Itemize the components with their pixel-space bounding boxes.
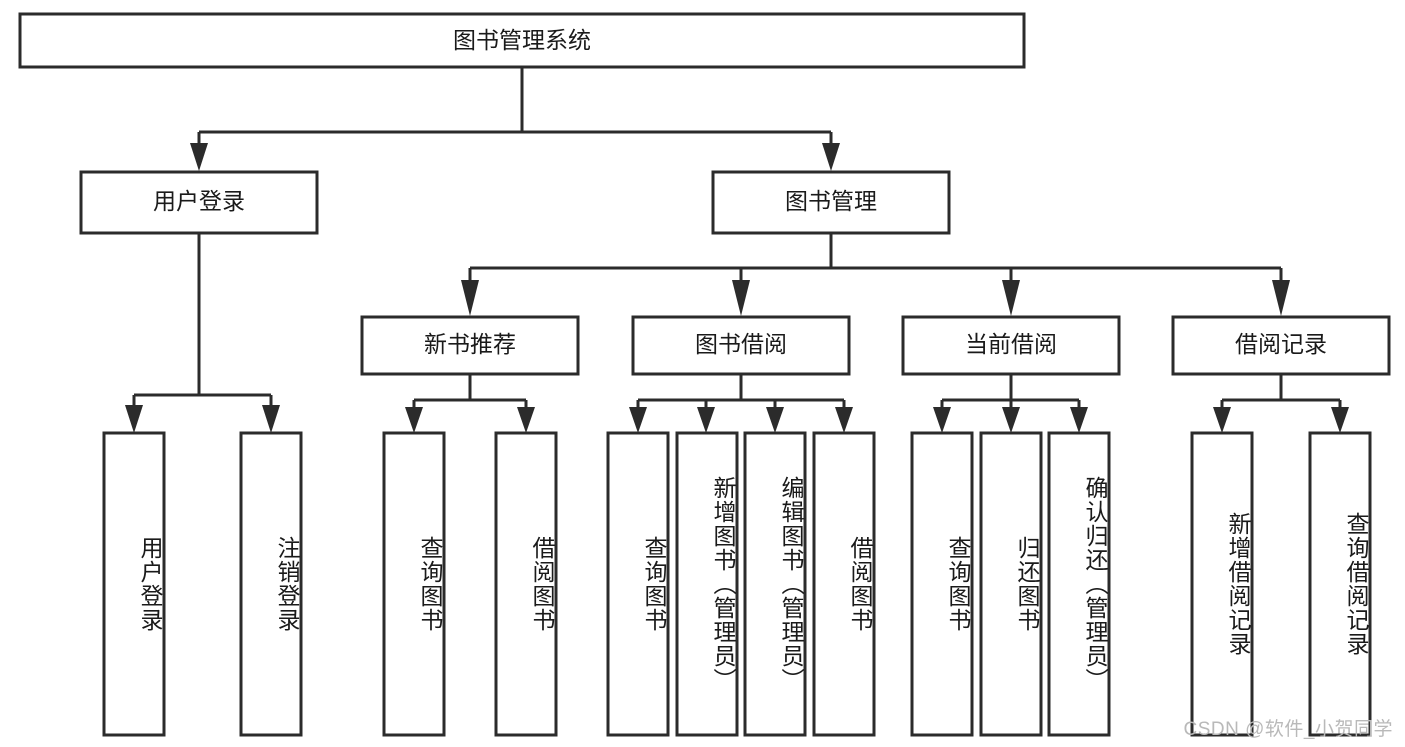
node-borrow-record-box[interactable]: [1171, 315, 1391, 376]
node-user-login-label: 用户登录: [153, 188, 245, 214]
arrowhead-edit-book-admin: [766, 407, 784, 433]
arrowhead-add-record: [1213, 407, 1231, 433]
node-borrow-record[interactable]: 借阅记录: [1171, 315, 1391, 376]
node-book-manage-box[interactable]: [711, 170, 951, 235]
node-leaf-return-book-box[interactable]: [979, 431, 1043, 737]
node-new-book-rec[interactable]: 新书推荐: [360, 315, 580, 376]
node-new-book-rec-label: 新书推荐: [424, 331, 516, 357]
arrowhead-newbook: [461, 280, 479, 316]
node-leaf-query-book-b-box[interactable]: [606, 431, 670, 737]
node-leaf-query-book-a-box[interactable]: [382, 431, 446, 737]
arrowhead-borrow-book-b: [835, 407, 853, 433]
node-leaf-edit-book-admin-box[interactable]: [743, 431, 807, 737]
arrowhead-user-login: [190, 143, 208, 171]
node-book-borrow-label: 图书借阅: [695, 331, 787, 357]
arrowhead-borrowrecord: [1272, 280, 1290, 316]
arrowhead-confirm-return-admin: [1070, 407, 1088, 433]
node-root-box[interactable]: [18, 12, 1026, 69]
node-book-manage-label: 图书管理: [785, 188, 877, 214]
node-leaf-logout-box[interactable]: [239, 431, 303, 737]
node-current-borrow-box[interactable]: [901, 315, 1121, 376]
node-root[interactable]: 图书管理系统: [18, 12, 1026, 69]
node-user-login-box[interactable]: [79, 170, 319, 235]
node-current-borrow[interactable]: 当前借阅: [901, 315, 1121, 376]
node-leaf-query-record-box[interactable]: [1308, 431, 1372, 737]
node-borrow-record-label: 借阅记录: [1235, 331, 1327, 357]
node-leaf-borrow-book-b-box[interactable]: [812, 431, 876, 737]
arrowhead-query-book-c: [933, 407, 951, 433]
node-leaf-borrow-book-a-box[interactable]: [494, 431, 558, 737]
node-root-label: 图书管理系统: [453, 27, 591, 53]
node-new-book-rec-box[interactable]: [360, 315, 580, 376]
watermark-text: CSDN @软件_小贺同学: [1183, 719, 1393, 740]
connectors: [125, 67, 1349, 433]
arrowhead-book-manage: [822, 143, 840, 171]
node-book-borrow-box[interactable]: [631, 315, 851, 376]
arrowhead-query-record: [1331, 407, 1349, 433]
arrowhead-query-book-a: [405, 407, 423, 433]
arrowhead-leaf-user-login: [125, 405, 143, 433]
node-user-login[interactable]: 用户登录: [79, 170, 319, 235]
node-book-manage[interactable]: 图书管理: [711, 170, 951, 235]
arrowhead-borrow-book-a: [517, 407, 535, 433]
node-leaf-query-book-c-box[interactable]: [910, 431, 974, 737]
node-leaf-user-login-box[interactable]: [102, 431, 166, 737]
node-leaf-confirm-return-admin-box[interactable]: [1047, 431, 1111, 737]
arrowhead-return-book: [1002, 407, 1020, 433]
node-book-borrow[interactable]: 图书借阅: [631, 315, 851, 376]
arrowhead-leaf-logout: [262, 405, 280, 433]
node-current-borrow-label: 当前借阅: [965, 331, 1057, 357]
arrowhead-add-book-admin: [697, 407, 715, 433]
node-leaf-add-book-admin-box[interactable]: [675, 431, 739, 737]
arrowhead-query-book-b: [629, 407, 647, 433]
node-leaf-add-record-box[interactable]: [1190, 431, 1254, 737]
arrowhead-currentborrow: [1002, 280, 1020, 316]
arrowhead-bookborrow: [732, 280, 750, 316]
